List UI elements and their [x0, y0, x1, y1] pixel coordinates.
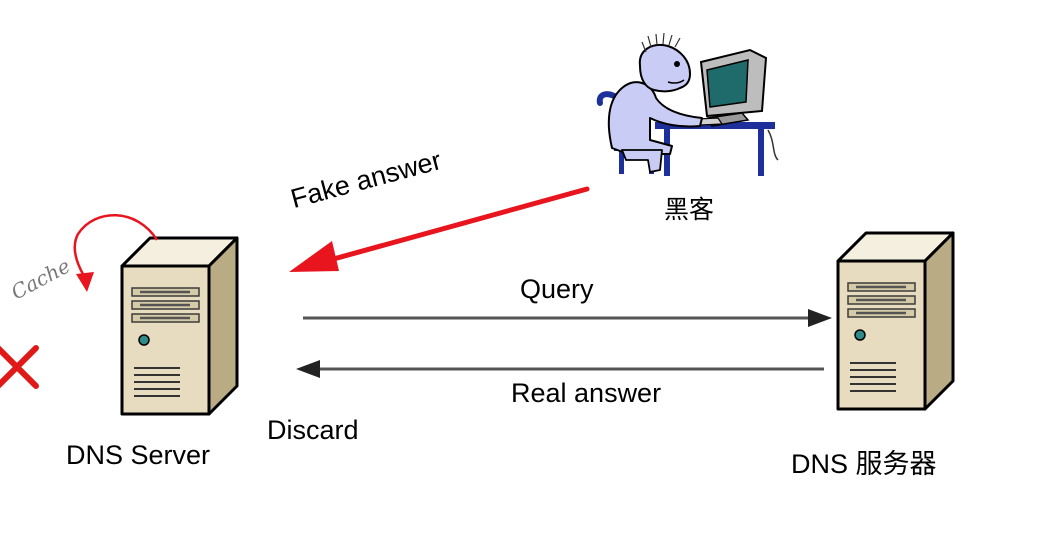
discard-label: Discard: [267, 415, 359, 445]
left-server-label: DNS Server: [66, 440, 211, 470]
fake-answer-arrow: [289, 186, 590, 272]
real-answer-label: Real answer: [511, 378, 662, 408]
hacker-label: 黑客: [664, 196, 715, 224]
real-answer-arrow: [296, 360, 824, 378]
cache-arrow: [73, 213, 159, 292]
right-server-icon: [836, 231, 955, 411]
x-mark-icon: [0, 345, 39, 389]
hacker-icon: [596, 32, 779, 176]
right-server-label: DNS 服务器: [791, 449, 937, 479]
query-arrow: [303, 309, 832, 327]
left-server-icon: [120, 236, 239, 416]
query-label: Query: [520, 274, 594, 304]
